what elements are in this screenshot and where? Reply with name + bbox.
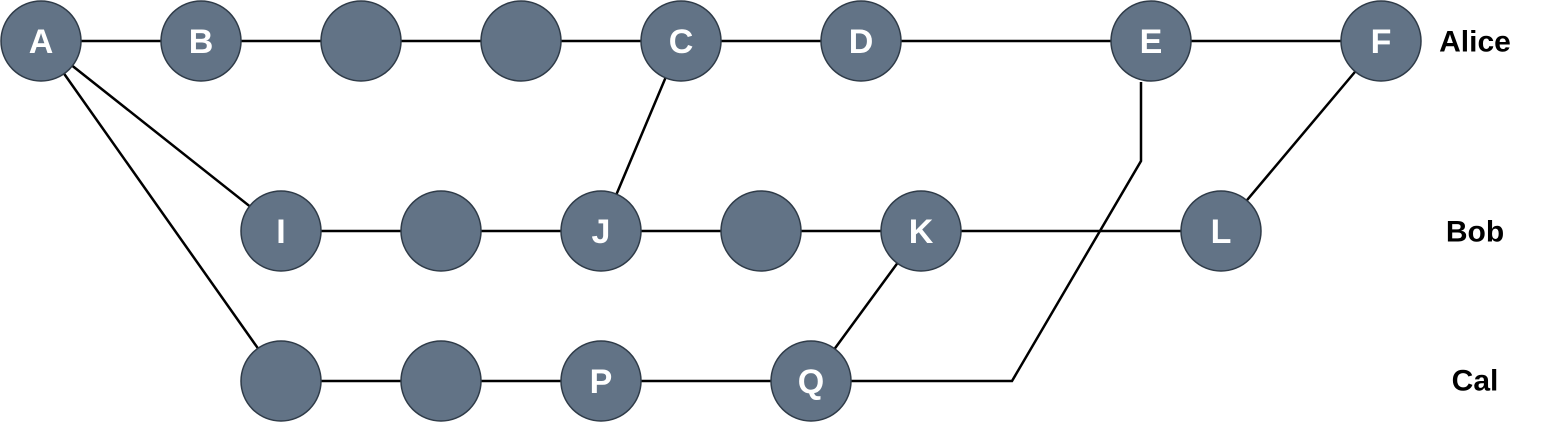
- edge-q-e: [811, 82, 1143, 383]
- node-circle: [480, 0, 562, 82]
- edge-a-c1: [39, 40, 283, 382]
- nodes-layer: A B C D E F I J K L P Q: [0, 0, 1422, 422]
- node-j[interactable]: J: [560, 190, 642, 272]
- node-circle: [1180, 190, 1262, 272]
- node-q[interactable]: Q: [770, 340, 852, 422]
- node-i[interactable]: I: [240, 190, 322, 272]
- node-circle: [320, 0, 402, 82]
- node-a[interactable]: A: [0, 0, 82, 82]
- node-label: A: [29, 23, 54, 61]
- node-d[interactable]: D: [820, 0, 902, 82]
- node-c[interactable]: C: [640, 0, 722, 82]
- node-c2[interactable]: [400, 340, 482, 422]
- node-circle: [820, 0, 902, 82]
- node-circle: [0, 0, 82, 82]
- node-p[interactable]: P: [560, 340, 642, 422]
- node-label: B: [189, 23, 214, 61]
- node-k[interactable]: K: [880, 190, 962, 272]
- node-b2[interactable]: [400, 190, 482, 272]
- node-e[interactable]: E: [1110, 0, 1192, 82]
- node-circle: [240, 190, 322, 272]
- node-b4[interactable]: [720, 190, 802, 272]
- node-a4[interactable]: [480, 0, 562, 82]
- node-a3[interactable]: [320, 0, 402, 82]
- edges-layer: [39, 39, 1382, 383]
- node-label: Q: [798, 363, 824, 401]
- node-label: J: [592, 213, 611, 251]
- node-circle: [240, 340, 322, 422]
- node-circle: [400, 190, 482, 272]
- edge-l-f: [1220, 40, 1382, 232]
- lane-label-cal: Cal: [1452, 365, 1499, 398]
- node-circle: [1340, 0, 1422, 82]
- node-circle: [880, 190, 962, 272]
- node-circle: [560, 340, 642, 422]
- node-circle: [560, 190, 642, 272]
- node-label: E: [1140, 23, 1163, 61]
- node-circle: [1110, 0, 1192, 82]
- node-l[interactable]: L: [1180, 190, 1262, 272]
- node-label: D: [849, 23, 874, 61]
- lane-label-bob: Bob: [1446, 216, 1504, 249]
- node-c1[interactable]: [240, 340, 322, 422]
- node-circle: [640, 0, 722, 82]
- edge-a-i: [40, 40, 282, 232]
- node-circle: [770, 340, 852, 422]
- node-label: C: [669, 23, 694, 61]
- node-f[interactable]: F: [1340, 0, 1422, 82]
- node-circle: [400, 340, 482, 422]
- node-circle: [720, 190, 802, 272]
- node-label: L: [1211, 213, 1232, 251]
- node-circle: [160, 0, 242, 82]
- node-b[interactable]: B: [160, 0, 242, 82]
- node-label: I: [276, 213, 285, 251]
- node-label: K: [909, 213, 934, 251]
- lane-label-alice: Alice: [1439, 26, 1511, 59]
- lane-labels: Alice Bob Cal: [1439, 26, 1511, 398]
- node-label: P: [590, 363, 613, 401]
- node-label: F: [1371, 23, 1392, 61]
